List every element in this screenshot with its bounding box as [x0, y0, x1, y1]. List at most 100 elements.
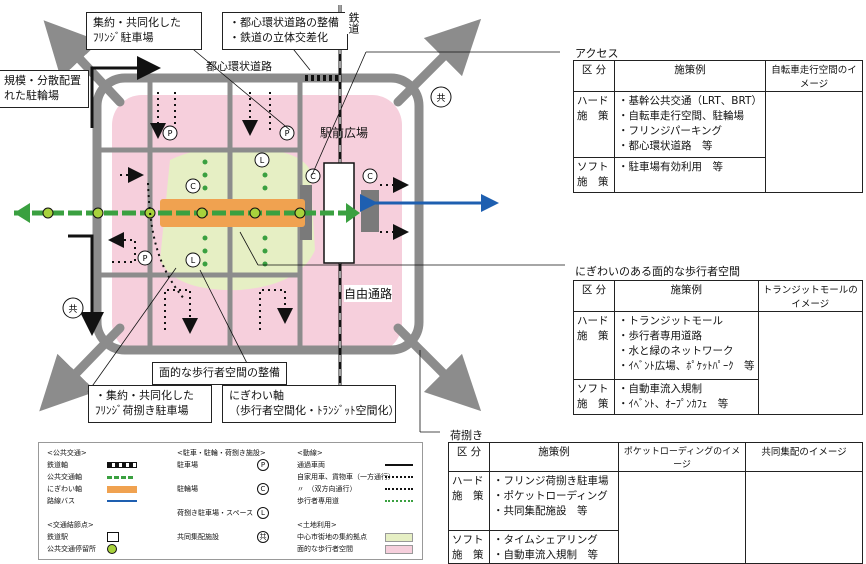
legend-transit-label: 公共交通軸 [47, 473, 82, 481]
pedestrian-hard-item: ・水と緑のネットワーク [618, 345, 734, 357]
legend-oneway-symbol [385, 476, 413, 478]
legend-item: 公共交通停留所 [47, 543, 137, 555]
parking-markers: P P P C C C L L [137, 125, 378, 268]
access-soft-category: ソフト 施 策 [573, 157, 615, 193]
bike-parking-callout: 規模・分散配置 れた駐輪場 [0, 70, 89, 108]
loading-header-category: 区 分 [448, 442, 490, 472]
pedestrian-space-callout: 面的な歩行者空間の整備 [152, 362, 287, 385]
legend-item [297, 507, 413, 519]
legend-item: 共同集配施設 共 [177, 531, 269, 543]
legend-bus-symbol [107, 500, 137, 502]
svg-text:C: C [190, 182, 196, 191]
legend-item: にぎわい軸 [47, 483, 137, 495]
loading-hard-item: ・共同集配施設 等 [493, 505, 588, 517]
legend-through-label: 通過車両 [297, 461, 325, 469]
joint-delivery-markers: 共 共 [62, 86, 452, 319]
access-hard-item: ・基幹公共交通（LRT、BRT） [618, 95, 762, 107]
legend-item: <交通結節点> [47, 521, 94, 529]
bustle-axis-line2: （歩行者空間化・ﾄﾗﾝｼﾞｯﾄ空間化） [229, 403, 400, 417]
legend-bike-icon: C [257, 483, 269, 495]
pedestrian-hard-item: ・ｲﾍﾞﾝﾄ広場、ﾎﾟｹｯﾄﾊﾟｰｸ 等 [618, 360, 755, 372]
legend-railway-label: 鉄道軸 [47, 461, 68, 469]
ring-road-improve-line2: ・鉄道の立体交差化 [229, 30, 328, 44]
pedestrian-hard-cat-line1: ハード [577, 315, 609, 327]
access-hard-item: ・都心環状道路 等 [618, 140, 713, 152]
loading-header-image1: ポケットローディングのイメージ [618, 442, 746, 472]
legend: <公共交通> 鉄道軸 公共交通軸 にぎわい軸 路線バス <交通結節点> 鉄道駅 … [38, 442, 423, 560]
fringe-parking-line1: 集約・共同化した [93, 16, 181, 29]
legend-bus-label: 路線バス [47, 497, 75, 505]
legend-item: <駐車・駐輪・荷捌き施設> [177, 449, 266, 457]
legend-item [47, 507, 137, 519]
legend-item: <土地利用> [297, 521, 337, 529]
legend-item: 〃 （双方向通行） [297, 483, 413, 495]
loading-hard-category: ハード 施 策 [448, 471, 490, 531]
legend-pedarea-label: 面的な歩行者空間 [297, 545, 353, 553]
svg-text:C: C [367, 172, 373, 181]
ring-road-label: 都心環状道路 [206, 60, 272, 73]
pedestrian-image-cell [757, 311, 863, 415]
access-hard-item: ・自転車走行空間、駐輪場 [618, 110, 744, 122]
loading-area-callout: ・集約・共同化した ﾌﾘﾝｼﾞ荷捌き駐車場 [88, 385, 212, 423]
legend-pedarea-symbol [385, 544, 413, 554]
legend-joint-label: 共同集配施設 [177, 533, 219, 541]
pedestrian-soft-category: ソフト 施 策 [573, 378, 615, 416]
pedestrian-hard-cat-line2: 施 策 [577, 330, 609, 342]
loading-image-cell-1 [618, 471, 746, 564]
legend-core-label: 中心市街地の集約拠点 [297, 533, 367, 541]
legend-loading-icon: L [257, 507, 269, 519]
legend-station-symbol [107, 532, 119, 542]
station-stop-right [361, 190, 379, 232]
loading-header-image2: 共同集配のイメージ [745, 442, 863, 472]
legend-item: <公共交通> [47, 449, 87, 457]
legend-item: 歩行者専用道 [297, 495, 413, 507]
legend-railway-symbol [107, 462, 137, 468]
legend-pedestrian-label: 歩行者専用道 [297, 497, 339, 505]
loading-soft-cat-line2: 施 策 [452, 549, 484, 561]
legend-item: 公共交通軸 [47, 471, 137, 483]
legend-item: 鉄道軸 [47, 459, 137, 471]
svg-text:P: P [168, 129, 173, 138]
transit-axis-arrow-right [346, 203, 360, 223]
legend-joint-icon: 共 [257, 531, 269, 543]
loading-soft-category: ソフト 施 策 [448, 530, 490, 564]
loading-area-line1: ・集約・共同化した [95, 389, 194, 402]
pedestrian-header-category: 区 分 [573, 280, 615, 312]
loading-hard-cat-line1: ハード [452, 475, 484, 487]
loading-hard-cat-line2: 施 策 [452, 490, 484, 502]
access-hard-cat-line1: ハード [577, 95, 609, 107]
pedestrian-table: 区 分 施策例 トランジットモールのイメージ ハード 施 策 ・トランジットモー… [573, 280, 863, 416]
pedestrian-soft-cat-line1: ソフト [577, 382, 609, 395]
pedestrian-hard-items: ・トランジットモール ・歩行者専用道路 ・水と緑のネットワーク ・ｲﾍﾞﾝﾄ広場… [614, 311, 759, 380]
pedestrian-title: にぎわいのある面的な歩行者空間 [575, 265, 740, 278]
loading-area-line2: ﾌﾘﾝｼﾞ荷捌き駐車場 [95, 403, 189, 417]
legend-item: 鉄道駅 [47, 531, 137, 543]
access-image-cell [764, 91, 864, 193]
access-soft-items: ・駐車場有効利用 等 [614, 157, 766, 193]
ring-road-improve-line1: ・都心環状道路の整備 [229, 16, 339, 29]
pedestrian-hard-item: ・歩行者専用道路 [618, 330, 702, 342]
legend-pedestrian-symbol [385, 500, 413, 502]
legend-loading-label: 荷捌き駐車場・スペース [177, 509, 254, 517]
pedestrian-soft-item: ・ｲﾍﾞﾝﾄ、ｵｰﾌﾟﾝｶﾌｪ 等 [618, 397, 729, 410]
access-title: アクセス [575, 47, 619, 60]
bustle-axis-callout: にぎわい軸 （歩行者空間化・ﾄﾗﾝｼﾞｯﾄ空間化） [222, 385, 400, 423]
pedestrian-header-image: トランジットモールのイメージ [757, 280, 863, 312]
kyo-label-2: 共 [68, 304, 77, 315]
bike-parking-line1: 規模・分散配置 [4, 74, 81, 87]
pedestrian-space-text: 面的な歩行者空間の整備 [159, 366, 280, 379]
access-hard-cat-line2: 施 策 [577, 110, 609, 122]
legend-col-transit: <公共交通> 鉄道軸 公共交通軸 にぎわい軸 路線バス <交通結節点> 鉄道駅 … [47, 447, 137, 555]
kyo-label-1: 共 [436, 93, 445, 104]
legend-stop-symbol [107, 544, 117, 554]
loading-soft-items: ・タイムシェアリング ・自動車流入規制 等 [489, 530, 619, 564]
railway-label: 鉄道 [345, 12, 361, 34]
svg-text:P: P [143, 254, 148, 263]
loading-hard-items: ・フリンジ荷捌き駐車場 ・ポケットローディング ・共同集配施設 等 [489, 471, 619, 531]
legend-item: <動線> [297, 449, 323, 457]
legend-item [177, 471, 269, 483]
loading-soft-item: ・タイムシェアリング [493, 534, 598, 546]
svg-text:L: L [260, 156, 265, 165]
